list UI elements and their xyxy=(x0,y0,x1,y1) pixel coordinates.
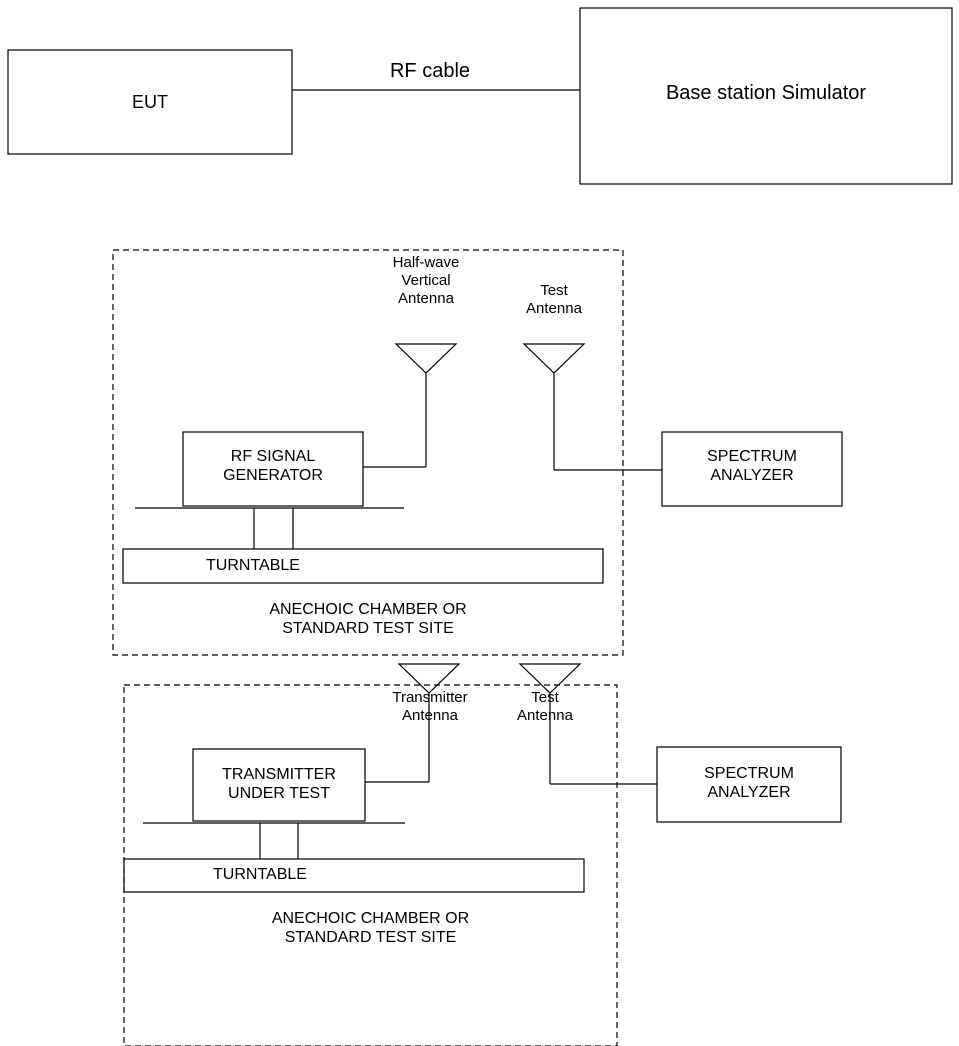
transmitter-under-test-label: TRANSMITTER UNDER TEST xyxy=(222,766,336,802)
transmitter-under-test-box xyxy=(192,748,366,822)
chamber-label: ANECHOIC CHAMBER OR STANDARD TEST SITE xyxy=(271,910,470,946)
rf-signal-generator-label: RF SIGNAL GENERATOR xyxy=(223,448,323,484)
spectrum-analyzer-box xyxy=(661,431,843,507)
chamber-boundary xyxy=(112,249,624,656)
eut-label: EUT xyxy=(132,92,168,112)
rf-cable-label: RF cable xyxy=(389,60,471,82)
spectrum-analyzer-label: SPECTRUM ANALYZER xyxy=(707,448,797,484)
turntable-label: TURNTABLE xyxy=(213,866,307,883)
turntable-box xyxy=(123,858,585,893)
test-antenna-label: Test Antenna xyxy=(517,689,573,724)
transmitter-antenna-icon xyxy=(397,663,461,694)
test-antenna-icon xyxy=(522,343,586,374)
base-station-label: Base station Simulator xyxy=(665,82,867,104)
spectrum-analyzer-label: SPECTRUM ANALYZER xyxy=(704,765,794,801)
rf-signal-generator-box xyxy=(182,431,364,507)
transmitter-antenna-label: Transmitter Antenna xyxy=(392,689,468,724)
test-antenna-icon xyxy=(518,663,582,694)
half-wave-antenna-icon xyxy=(394,343,458,374)
base-station-box xyxy=(579,7,953,185)
chamber-boundary xyxy=(123,684,618,1046)
chamber-label: ANECHOIC CHAMBER OR STANDARD TEST SITE xyxy=(269,601,467,637)
test-antenna-label: Test Antenna xyxy=(526,282,582,317)
half-wave-antenna-label: Half-wave Vertical Antenna xyxy=(392,254,460,307)
turntable-box xyxy=(122,548,604,584)
turntable-label: TURNTABLE xyxy=(206,557,300,574)
eut-box xyxy=(7,49,293,155)
spectrum-analyzer-box xyxy=(656,746,842,823)
